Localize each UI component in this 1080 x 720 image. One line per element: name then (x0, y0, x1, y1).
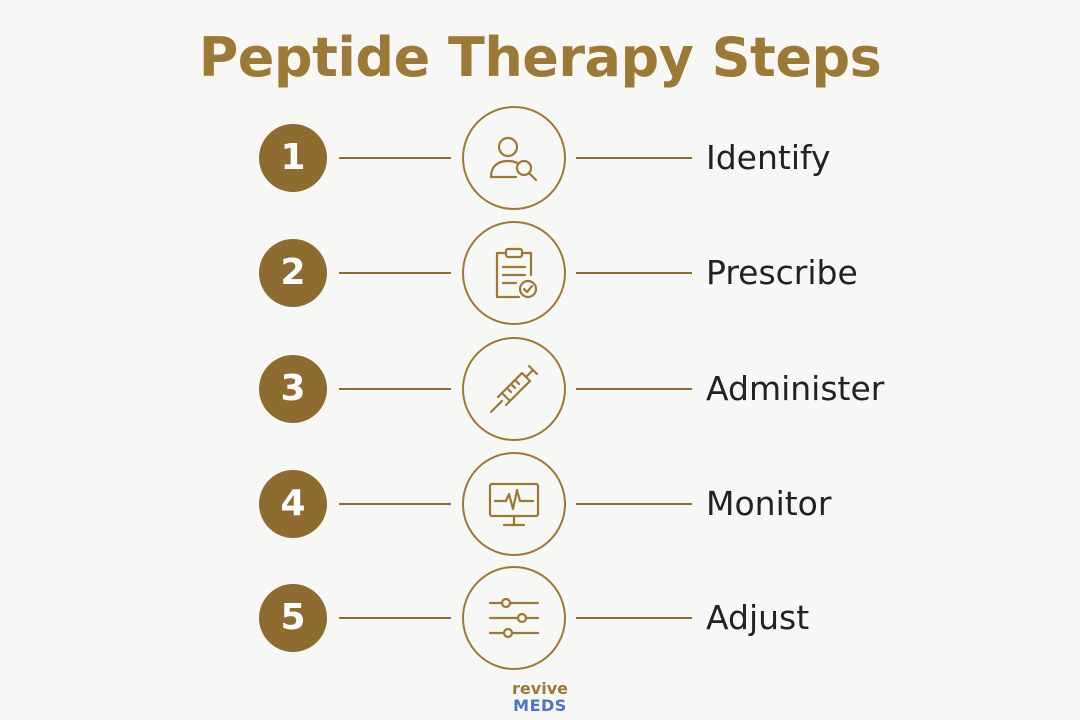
brand-logo: revive MEDS (440, 680, 640, 714)
connector-line (576, 157, 692, 159)
step-label: Monitor (706, 484, 832, 523)
connector-line (339, 272, 451, 274)
connector-line (576, 272, 692, 274)
step-label: Administer (706, 369, 885, 408)
connector-line (576, 388, 692, 390)
heart-monitor-icon (488, 482, 540, 527)
icon-circle (462, 106, 566, 210)
icon-circle (462, 566, 566, 670)
step-label: Adjust (706, 598, 810, 637)
step-prescribe: 2 Prescribe (0, 221, 1080, 325)
icon-circle (462, 337, 566, 441)
connector-line (576, 503, 692, 505)
step-number-badge: 5 (259, 584, 327, 652)
brand-logo-line2: MEDS (513, 696, 567, 715)
sliders-icon (488, 597, 540, 639)
user-search-icon (489, 136, 538, 182)
connector-line (339, 503, 451, 505)
brand-logo-line1: revive (512, 679, 568, 698)
connector-line (339, 388, 451, 390)
step-identify: 1 Identify (0, 106, 1080, 210)
step-number-badge: 3 (259, 355, 327, 423)
page-title: Peptide Therapy Steps (198, 26, 882, 89)
step-number-badge: 2 (259, 239, 327, 307)
step-administer: 3 Administer (0, 337, 1080, 441)
clipboard-check-icon (495, 247, 538, 299)
step-adjust: 5 Adjust (0, 566, 1080, 670)
connector-line (576, 617, 692, 619)
icon-circle (462, 221, 566, 325)
connector-line (339, 157, 451, 159)
step-label: Identify (706, 138, 831, 177)
icon-circle (462, 452, 566, 556)
step-monitor: 4 Monitor (0, 452, 1080, 556)
step-number-badge: 4 (259, 470, 327, 538)
step-number-badge: 1 (259, 124, 327, 192)
connector-line (339, 617, 451, 619)
syringe-icon (489, 364, 539, 414)
step-label: Prescribe (706, 253, 858, 292)
